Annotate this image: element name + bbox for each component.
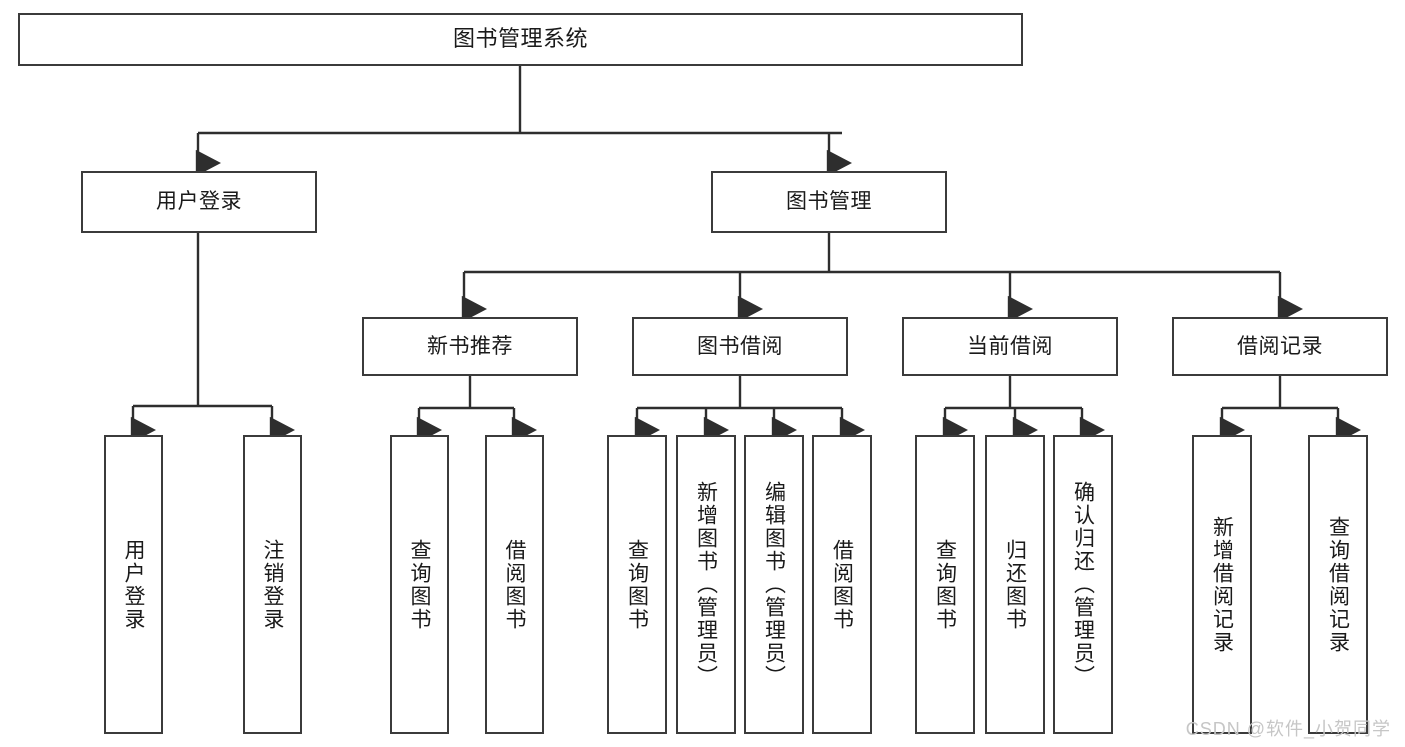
node-label: 当前借阅 (967, 334, 1053, 358)
node-label: 图书管理 (786, 190, 872, 214)
leaf-borrow-borrow-book[interactable]: 借阅图书 (812, 435, 872, 734)
node-label: 查询图书 (933, 538, 957, 631)
leaf-borrow-search-book[interactable]: 查询图书 (607, 435, 667, 734)
leaf-current-search-book[interactable]: 查询图书 (915, 435, 975, 734)
node-label: 借阅图书 (830, 538, 854, 631)
watermark-text: CSDN @软件_小贺同学 (1185, 719, 1391, 739)
leaf-current-confirm-return-admin[interactable]: 确认归还（管理员） (1053, 435, 1113, 734)
leaf-borrow-add-book-admin[interactable]: 新增图书（管理员） (676, 435, 736, 734)
node-root-system[interactable]: 图书管理系统 (18, 13, 1023, 66)
node-label: 用户登录 (122, 538, 145, 631)
leaf-borrow-edit-book-admin[interactable]: 编辑图书（管理员） (744, 435, 804, 734)
node-label: 归还图书 (1003, 538, 1027, 631)
leaf-records-search-record[interactable]: 查询借阅记录 (1308, 435, 1368, 734)
node-label: 图书管理系统 (452, 26, 588, 52)
node-label: 编辑图书（管理员） (762, 481, 786, 688)
leaf-user-login-logout[interactable]: 注销登录 (243, 435, 302, 734)
node-label: 新书推荐 (427, 334, 513, 358)
node-label: 借阅图书 (503, 538, 526, 631)
node-book-management[interactable]: 图书管理 (711, 171, 947, 233)
node-label: 查询图书 (408, 538, 431, 631)
leaf-new-book-search[interactable]: 查询图书 (390, 435, 449, 734)
node-label: 新增图书（管理员） (694, 481, 718, 688)
node-label: 图书借阅 (697, 334, 783, 358)
leaf-user-login-login[interactable]: 用户登录 (104, 435, 163, 734)
node-book-borrow[interactable]: 图书借阅 (632, 317, 848, 376)
leaf-new-book-borrow[interactable]: 借阅图书 (485, 435, 544, 734)
node-label: 用户登录 (156, 190, 242, 214)
node-label: 查询图书 (625, 538, 649, 631)
node-label: 确认归还（管理员） (1071, 481, 1095, 688)
node-label: 新增借阅记录 (1210, 515, 1234, 654)
leaf-records-add-record[interactable]: 新增借阅记录 (1192, 435, 1252, 734)
node-borrow-records[interactable]: 借阅记录 (1172, 317, 1388, 376)
node-new-book-recommend[interactable]: 新书推荐 (362, 317, 578, 376)
node-label: 注销登录 (261, 538, 284, 631)
node-user-login[interactable]: 用户登录 (81, 171, 317, 233)
leaf-current-return-book[interactable]: 归还图书 (985, 435, 1045, 734)
node-current-borrow[interactable]: 当前借阅 (902, 317, 1118, 376)
node-label: 借阅记录 (1237, 334, 1323, 358)
node-label: 查询借阅记录 (1326, 515, 1350, 654)
